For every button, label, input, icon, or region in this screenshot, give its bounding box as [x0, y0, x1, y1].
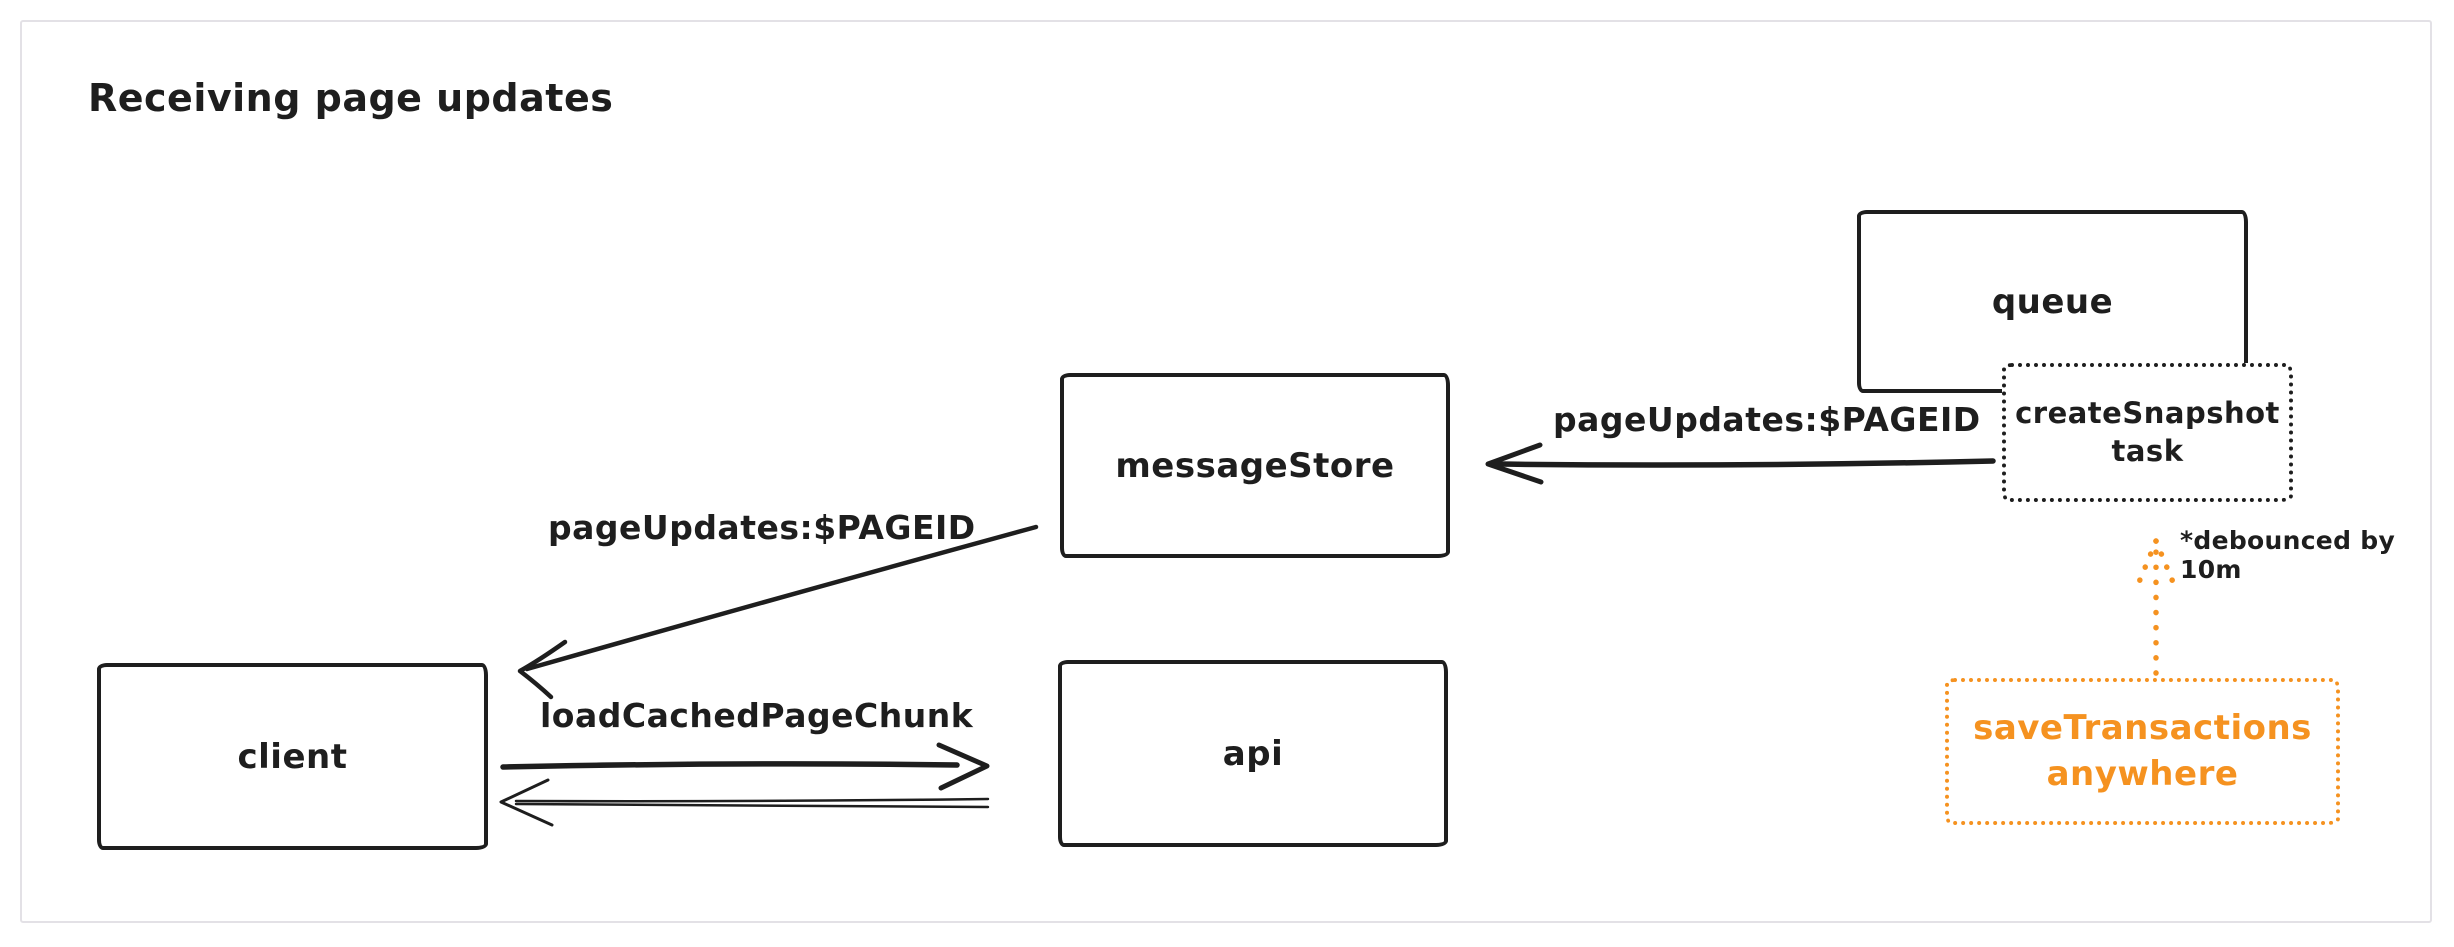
node-messagestore: messageStore [1060, 373, 1450, 558]
diagram-title: Receiving page updates [88, 76, 614, 120]
node-savetransactions-anywhere: saveTransactions anywhere [1945, 678, 2340, 825]
node-queue-label: queue [1991, 281, 2114, 322]
edge-label-pageupdates-right: pageUpdates:$PAGEID [1553, 400, 1981, 439]
edge-label-loadcachedpagechunk: loadCachedPageChunk [540, 696, 974, 735]
node-client-label: client [237, 736, 348, 777]
node-client: client [97, 663, 488, 850]
edge-label-pageupdates-left: pageUpdates:$PAGEID [548, 508, 976, 547]
node-create-snapshot-task: createSnapshot task [2002, 363, 2293, 502]
page-border-frame [20, 20, 2432, 923]
node-savetransactions-anywhere-label: saveTransactions anywhere [1973, 707, 2312, 794]
debounce-note: *debounced by 10m [2180, 526, 2396, 584]
node-queue: queue [1857, 210, 2248, 393]
node-create-snapshot-task-label: createSnapshot task [2015, 395, 2280, 468]
node-messagestore-label: messageStore [1115, 445, 1395, 486]
node-api: api [1058, 660, 1448, 847]
node-api-label: api [1222, 733, 1284, 774]
